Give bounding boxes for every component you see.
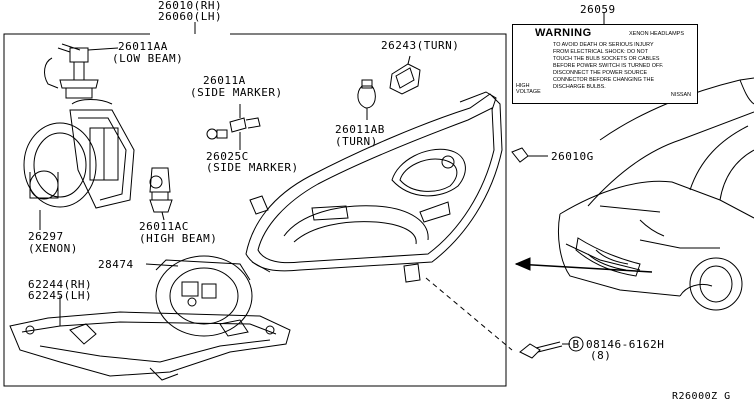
brand-text: NISSAN — [670, 92, 691, 98]
ballast-part-label: 28474 — [98, 258, 134, 271]
warning-title: WARNING — [535, 27, 592, 39]
warning-line-1: TO AVOID DEATH OR SERIOUS INJURY — [553, 42, 654, 48]
warning-line-7: DISCHARGE BULBS. — [553, 84, 606, 90]
high-beam-bulb — [149, 167, 173, 221]
warning-label: WARNING XENON HEADLAMPS TO AVOID DEATH O… — [512, 24, 698, 104]
high-beam-name-label: (HIGH BEAM) — [139, 232, 218, 245]
turn-socket-leader — [407, 55, 411, 65]
assembly-lh-label: 26060(LH) — [158, 10, 223, 23]
turn-socket — [389, 55, 421, 95]
headlamp-housing — [245, 91, 503, 283]
diagram-code-label: R26000Z G — [672, 391, 731, 402]
xenon-part-label: 26297 — [28, 230, 64, 243]
location-arrow — [514, 257, 653, 273]
warning-line-2: FROM ELECTRICAL SHOCK: DO NOT — [553, 49, 649, 55]
warning-line-6: CONNECTOR BEFORE CHANGING THE — [553, 77, 655, 83]
turn-bulb-part-label: 26011AB — [335, 123, 385, 136]
turn-socket-part-label: 26243(TURN) — [381, 39, 460, 52]
warning-subtitle: XENON HEADLAMPS — [629, 31, 685, 37]
high-voltage-line-1: HIGH — [516, 83, 530, 89]
low-beam-name-label: (LOW BEAM) — [112, 52, 184, 65]
bolt-dashed-line — [425, 277, 513, 351]
clip — [511, 147, 548, 163]
xenon-bulb — [23, 99, 135, 230]
ballast — [145, 255, 253, 337]
socket-part-label: 26025C — [206, 150, 249, 163]
side-marker-bulb-name-label: (SIDE MARKER) — [190, 86, 283, 99]
ballast-leader — [145, 263, 179, 267]
bolt-symbol-label: B — [572, 338, 580, 351]
lower-bracket — [9, 296, 291, 381]
high-voltage-text: HIGH VOLTAGE — [516, 83, 541, 95]
bolt-part-label: 08146-6162H — [586, 338, 665, 351]
xenon-name-label: (XENON) — [28, 242, 78, 255]
warning-line-3: TOUCH THE BULB SOCKETS OR CABLES — [553, 56, 660, 62]
high-voltage-line-2: VOLTAGE — [516, 89, 541, 95]
high-beam-part-label: 26011AC — [139, 220, 189, 233]
bolt — [519, 336, 584, 359]
assembly-frame — [3, 33, 507, 387]
warning-line-4: BEFORE POWER SWITCH IS TURNED OFF. — [553, 63, 664, 69]
bolt-symbol-circle — [568, 336, 584, 352]
turn-bulb-name-label: (TURN) — [335, 135, 378, 148]
warning-line-5: DISCONNECT THE POWER SOURCE — [553, 70, 648, 76]
low-beam-bulb — [44, 43, 119, 99]
high-beam-leader — [161, 211, 165, 221]
socket-name-label: (SIDE MARKER) — [206, 161, 299, 174]
clip-part-label: 26010G — [551, 150, 594, 163]
turn-bulb — [357, 79, 376, 120]
side-marker-bulb-part-label: 26011A — [203, 74, 246, 87]
bolt-qty-label: (8) — [590, 349, 612, 362]
low-beam-leader — [87, 47, 119, 51]
side-marker-bulb — [206, 104, 261, 150]
low-beam-part-label: 26011AA — [118, 40, 168, 53]
vehicle — [557, 77, 754, 311]
assembly-rh-label: 26010(RH) — [158, 0, 223, 12]
bracket-lh-label: 62245(LH) — [28, 289, 93, 302]
label-part-label: 26059 — [580, 3, 616, 16]
bracket-rh-label: 62244(RH) — [28, 278, 93, 291]
